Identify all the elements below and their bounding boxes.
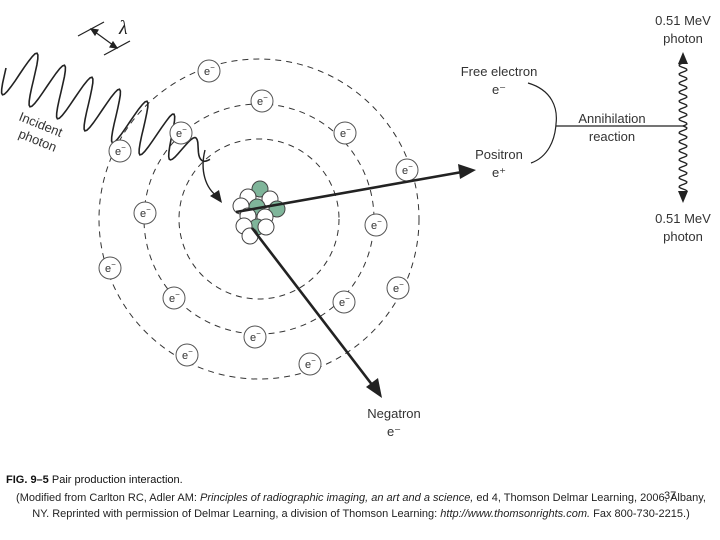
- electron: e−: [162, 286, 186, 310]
- electron-circle: [197, 59, 221, 83]
- annihilation-label: Annihilation reaction: [566, 110, 658, 146]
- photon-top-energy: 0.51 MeV: [655, 13, 711, 28]
- free-electron-label: Free electron e⁻: [447, 63, 551, 99]
- electron-circle: [333, 121, 357, 145]
- figure-title: Pair production interaction.: [51, 474, 183, 486]
- wavelength-symbol: λ: [118, 17, 128, 39]
- photon-top-word: photon: [663, 31, 703, 46]
- orbit-outer: [98, 58, 420, 380]
- credit-suffix: Fax 800-730-2215.): [590, 508, 690, 520]
- electron: e−: [98, 256, 122, 280]
- negatron-text: Negatron: [367, 406, 421, 421]
- page-number: 37: [664, 490, 677, 502]
- electron: e−: [250, 89, 274, 113]
- electron-label: e−: [339, 294, 350, 309]
- free-electron-symbol: e⁻: [491, 82, 507, 97]
- annihilation-photon-up-arrowhead: [678, 52, 688, 64]
- electron-label: e−: [204, 63, 215, 78]
- electron-circle: [98, 256, 122, 280]
- annihilation-reaction-text: reaction: [588, 129, 636, 144]
- electron-circle: [332, 290, 356, 314]
- figure-credit: (Modified from Carlton RC, Adler AM: Pri…: [8, 490, 714, 522]
- electron: e−: [243, 325, 267, 349]
- electrons-group: e− e− e− e− e− e− e− e− e− e− e− e− e− e− e−: [98, 59, 419, 376]
- electron-label: e−: [176, 125, 187, 140]
- credit-middle: ed 4, Thomson Delmar Learning, 2006, Alb…: [32, 492, 706, 520]
- electron-label: e−: [182, 347, 193, 362]
- electron: e−: [175, 343, 199, 367]
- incident-photon-arrowhead: [210, 190, 222, 203]
- electron: e−: [395, 158, 419, 182]
- incident-photon-wave: [0, 52, 211, 163]
- electron: e−: [298, 352, 322, 376]
- electron-circle: [364, 213, 388, 237]
- electron: e−: [197, 59, 221, 83]
- annihilation-photon-up-wave: [678, 61, 688, 127]
- electron-label: e−: [250, 329, 261, 344]
- electron: e−: [133, 201, 157, 225]
- electron-circle: [243, 325, 267, 349]
- positron-label: Positron e⁺: [463, 146, 535, 182]
- electron-label: e−: [105, 260, 116, 275]
- electron: e−: [364, 213, 388, 237]
- photon-top-label: 0.51 MeV photon: [638, 12, 720, 48]
- neutron: [257, 218, 275, 236]
- electron-circle: [108, 139, 132, 163]
- electron: e−: [386, 276, 410, 300]
- electron-label: e−: [305, 356, 316, 371]
- photon-bottom-word: photon: [663, 229, 703, 244]
- annihilation-photon-down-wave: [678, 125, 688, 194]
- pair-production-diagram: λ Incident photon e−e−e−e−e−e−e−e−e−e−e−…: [0, 17, 688, 398]
- orbit-inner: [178, 138, 340, 300]
- positron-text: Positron: [475, 147, 523, 162]
- positron-arrowhead: [458, 164, 476, 179]
- annihilation-photon-down-arrowhead: [678, 191, 688, 203]
- electron-label: e−: [402, 162, 413, 177]
- electron-label: e−: [115, 143, 126, 158]
- electron-circle: [250, 89, 274, 113]
- negatron-symbol: e⁻: [386, 424, 402, 439]
- electron-circle: [133, 201, 157, 225]
- electron-circle: [169, 121, 193, 145]
- electron-circle: [162, 286, 186, 310]
- electron-label: e−: [393, 280, 404, 295]
- positron-symbol: e⁺: [491, 165, 507, 180]
- neutron: [241, 227, 259, 245]
- annihilation-text: Annihilation: [578, 111, 646, 126]
- electron-label: e−: [371, 217, 382, 232]
- electron: e−: [332, 290, 356, 314]
- negatron-track: [250, 227, 375, 387]
- wavelength-marker: [77, 21, 131, 56]
- electron: e−: [333, 121, 357, 145]
- electron: e−: [169, 121, 193, 145]
- electron-label: e−: [340, 125, 351, 140]
- credit-book-title: Principles of radiographic imaging, an a…: [200, 492, 474, 504]
- electron-label: e−: [140, 205, 151, 220]
- photon-bottom-energy: 0.51 MeV: [655, 211, 711, 226]
- electron: e−: [108, 139, 132, 163]
- nucleus: [232, 180, 286, 245]
- incident-photon-arrow-curve: [202, 149, 219, 198]
- incident-photon-label: Incident photon: [11, 109, 68, 156]
- electron-circle: [386, 276, 410, 300]
- negatron-label: Negatron e⁻: [356, 405, 432, 441]
- negatron-arrowhead: [366, 378, 382, 398]
- positron-track: [235, 170, 463, 214]
- electron-circle: [175, 343, 199, 367]
- annihilation-bracket: [527, 82, 557, 164]
- electron-label: e−: [169, 290, 180, 305]
- free-electron-text: Free electron: [460, 64, 538, 79]
- electron-circle: [298, 352, 322, 376]
- figure-caption: FIG. 9–5 Pair production interaction.: [6, 474, 183, 486]
- photon-bottom-label: 0.51 MeV photon: [638, 210, 720, 246]
- electron-label: e−: [257, 93, 268, 108]
- figure-number: FIG. 9–5: [6, 474, 49, 486]
- credit-url: http://www.thomsonrights.com.: [440, 508, 591, 520]
- credit-prefix: (Modified from Carlton RC, Adler AM:: [16, 492, 201, 504]
